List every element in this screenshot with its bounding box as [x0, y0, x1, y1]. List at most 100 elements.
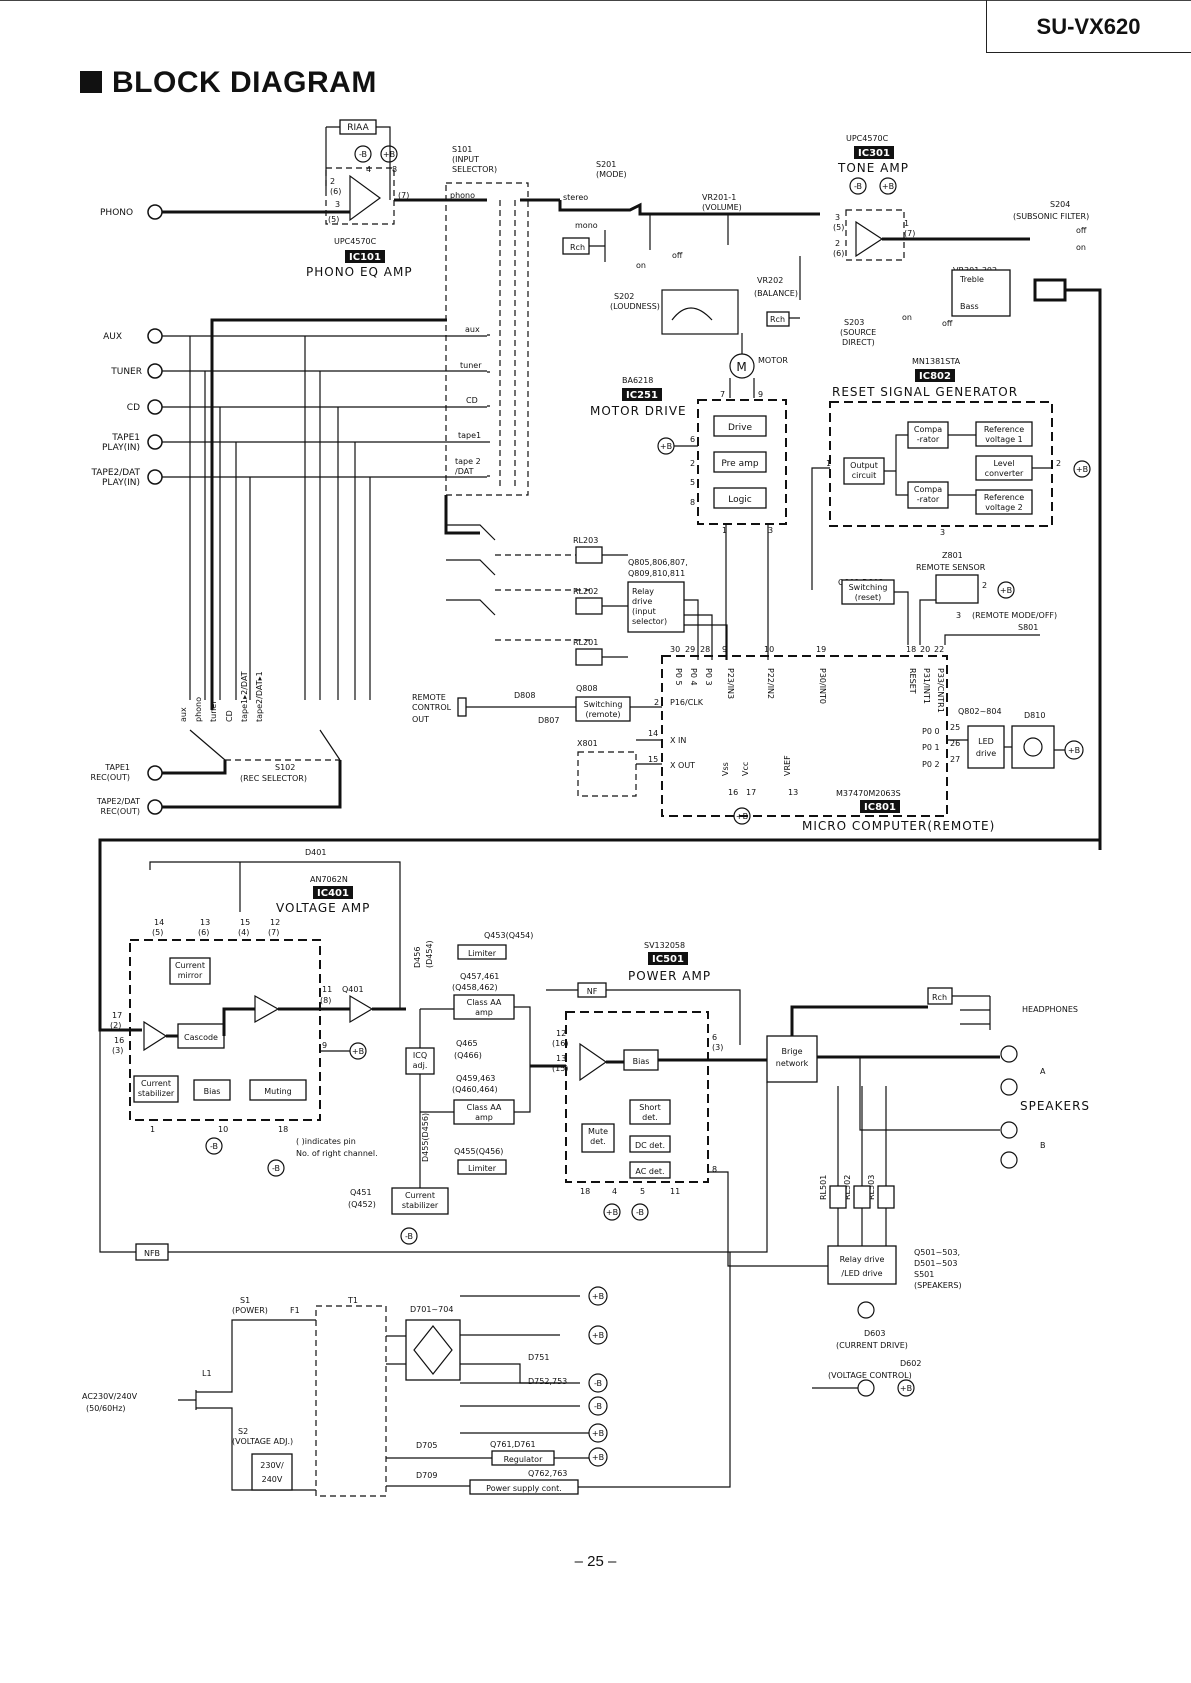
phono-jack-icon [147, 204, 163, 220]
logic-label: Logic [728, 495, 752, 505]
tone-control-box [951, 269, 1011, 317]
nf-label: NF [587, 987, 598, 996]
ic251-wires [674, 445, 769, 660]
d810-box [1011, 725, 1055, 769]
ic401-pin: 12 [270, 918, 280, 927]
ic501-part: SV132058 [644, 941, 685, 950]
ic802-pin: 2 [1056, 459, 1061, 468]
short-det-label: det. [642, 1113, 658, 1122]
s1-label: S1 [240, 1296, 250, 1305]
mode-wires [589, 214, 651, 262]
tape1-play-label: TAPE1 [111, 433, 140, 443]
header-rule [0, 0, 1191, 1]
rl503-label: RL503 [867, 1175, 876, 1200]
class-aa-top: amp [475, 1008, 493, 1017]
tone-out-wire [882, 237, 1102, 850]
rail-wires [460, 1295, 580, 1407]
preamp-label: Pre amp [721, 459, 758, 469]
ref1-label: Reference [984, 425, 1024, 434]
rch-mode: Rch [570, 243, 585, 252]
level-label: converter [985, 469, 1024, 478]
d602-led-icon [857, 1379, 875, 1397]
cascode-label: Cascode [184, 1033, 218, 1042]
s201-label: (MODE) [596, 170, 627, 179]
output-stage-wires [419, 1006, 531, 1188]
ic401-pin: (2) [110, 1021, 121, 1030]
s101-outline [445, 182, 529, 496]
rec-selector-arms [189, 729, 341, 761]
ic501-pin: 13 [556, 1054, 566, 1063]
stereo-path [558, 200, 710, 216]
q465-label: (Q466) [454, 1051, 482, 1060]
micro-pin-name: RESET [908, 668, 917, 694]
q465-label: Q465 [456, 1039, 478, 1048]
x801-label: X801 [577, 739, 598, 748]
ic401-outline [129, 939, 321, 1121]
ic301-pin: 1 [904, 219, 909, 228]
ic501-rail: -B [636, 1208, 644, 1217]
aux-label: AUX [103, 332, 122, 342]
ic301-opamp [855, 220, 884, 258]
micro-name: MICRO COMPUTER(REMOTE) [802, 819, 995, 833]
speaker-a-pos-icon [1000, 1045, 1018, 1063]
rch-balance-box [766, 311, 790, 327]
micro-pin: 26 [950, 739, 960, 748]
relay-drive-part: Q809,810,811 [628, 569, 685, 578]
ps-rail: +B [592, 1331, 604, 1340]
headphone-wires [952, 995, 991, 1030]
led-drive-part: Q802~804 [958, 707, 1002, 716]
relay-links [495, 554, 590, 641]
ic401-pin: 1 [150, 1125, 155, 1134]
s101-tap: tape 2 [455, 457, 481, 466]
class-aa-top: Class AA [467, 998, 502, 1007]
d456-label: (D454) [425, 940, 434, 968]
ic101-badge [345, 250, 385, 263]
protection-part: D501~503 [914, 1259, 957, 1268]
phono-eq-section: RIAA -B +B 2 (6) 3 (5) 4 8 (7) UPC4570C … [306, 119, 412, 279]
rch-hp: Rch [932, 993, 947, 1002]
motor-symbol: M [736, 360, 747, 374]
nfb-wire [99, 1030, 828, 1267]
drive-label: Drive [728, 423, 752, 433]
page-title-text: BLOCK DIAGRAM [112, 66, 377, 99]
protection-rail: +B [900, 1384, 912, 1393]
s204-label: S204 [1050, 200, 1070, 209]
ic251-badge [622, 388, 662, 401]
s204-label: (SUBSONIC FILTER) [1013, 212, 1089, 221]
class-aa-bottom-box [453, 1099, 515, 1125]
micro-pin-name: P23/IN3 [726, 668, 735, 699]
ic251-part: BA6218 [622, 376, 653, 385]
ps-rail: -B [594, 1379, 602, 1388]
reset-switching-label: Switching [849, 583, 888, 592]
d401-label: D401 [305, 848, 326, 857]
nfb-label: NFB [144, 1249, 160, 1258]
balance-wires [789, 256, 801, 319]
input-wires [162, 335, 487, 478]
s102-label: (REC SELECTOR) [240, 774, 307, 783]
dc-det-box [629, 1135, 671, 1153]
remote-out-label: REMOTE [412, 693, 446, 702]
output-circuit-label: Output [850, 461, 878, 470]
voltage-amp-section: D401 AN7062N IC401 VOLTAGE AMP Current m… [110, 848, 406, 1177]
current-mirror-label: Current [175, 961, 205, 970]
mute-det-label: det. [590, 1137, 606, 1146]
output-stage-rail: -B [405, 1232, 413, 1241]
s101-tap: tuner [460, 361, 482, 370]
short-det-box [629, 1099, 671, 1125]
q455-label: Q455(Q456) [454, 1147, 503, 1156]
ic801-part: M37470M2063S [836, 789, 901, 798]
s101-tap: tape1 [458, 431, 481, 440]
ic101-pin: (6) [330, 187, 341, 196]
micro-pin: 28 [700, 645, 710, 654]
limiter-bottom: Limiter [468, 1164, 497, 1173]
ac-det-label: AC det. [635, 1167, 664, 1176]
s101-tap: phono [450, 191, 475, 200]
ic401-pin: 15 [240, 918, 250, 927]
micro-pin: 10 [764, 645, 774, 654]
ic501-pin: 18 [580, 1187, 590, 1196]
power-supply-section: S1 (POWER) F1 T1 L1 AC230V/240V (50/60Hz… [82, 1252, 731, 1497]
ic501-outline [565, 1011, 709, 1183]
reset-switching-box [841, 579, 895, 605]
brige-label: network [776, 1059, 809, 1068]
